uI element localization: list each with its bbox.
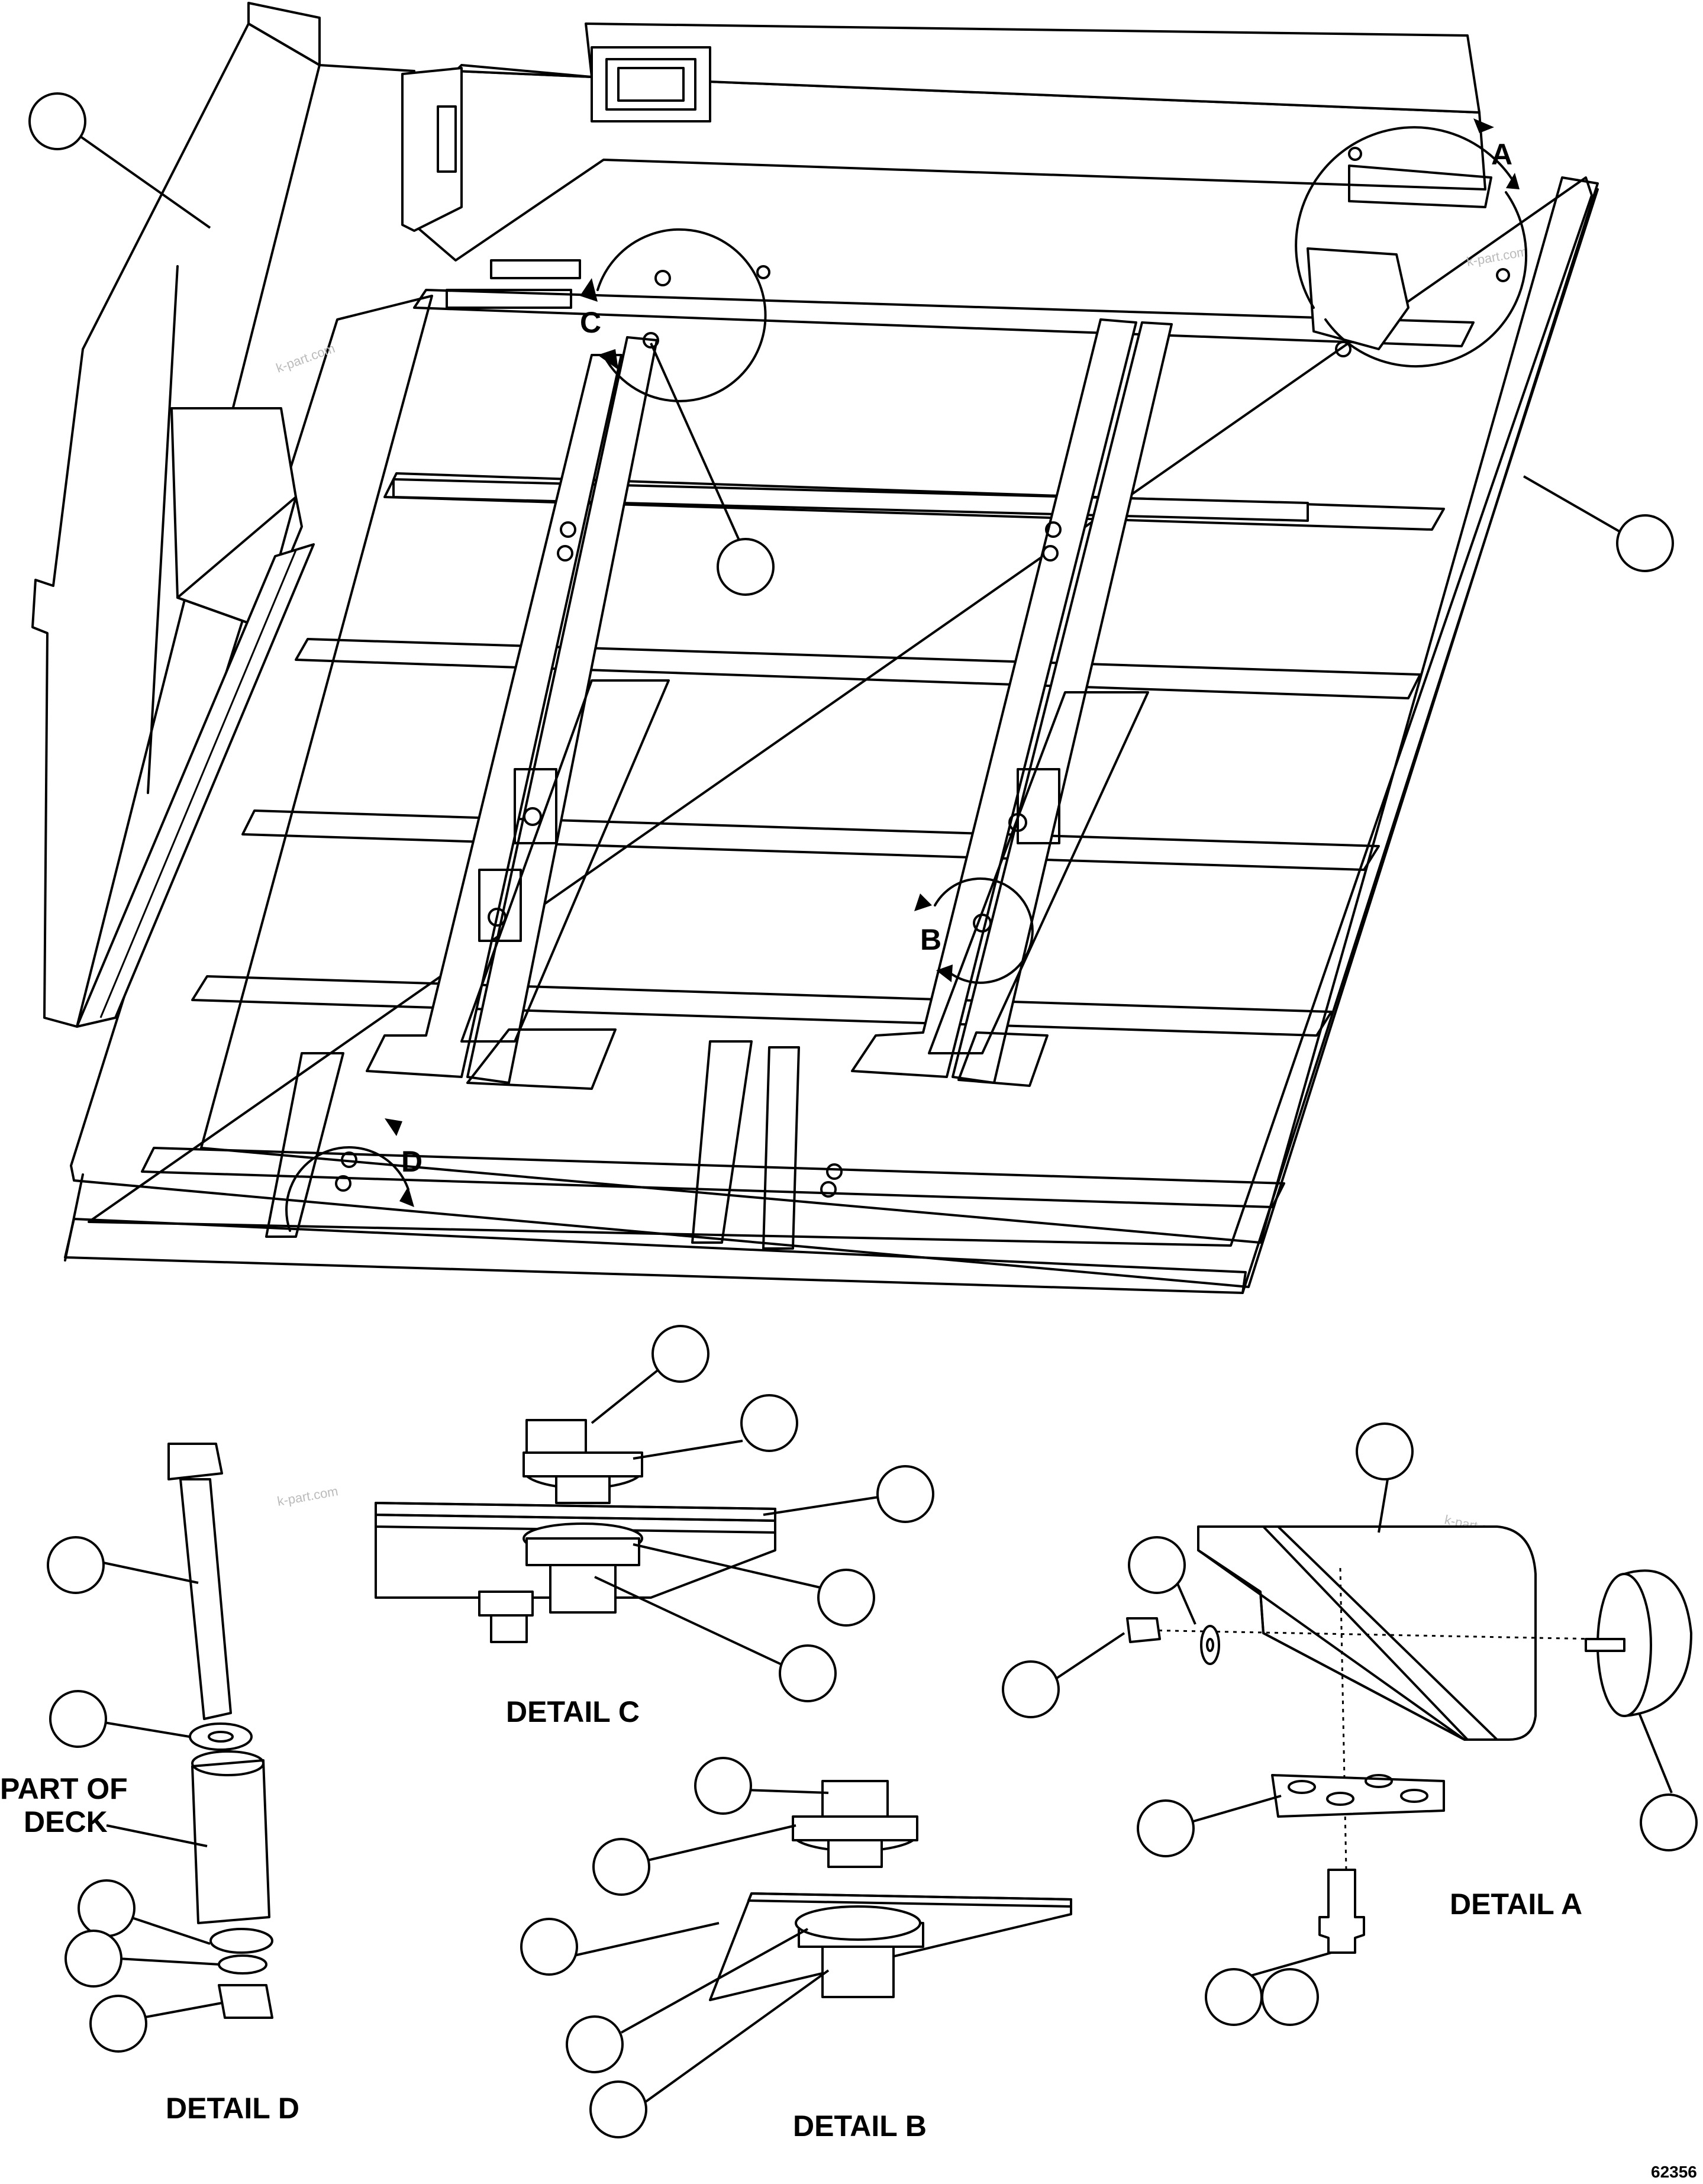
detail-d-spacer xyxy=(191,1759,270,1924)
detail-ring-b: B xyxy=(914,877,1034,984)
watermark: k-part.com xyxy=(276,1483,340,1509)
callout-circle xyxy=(1616,514,1674,572)
detail-d-bolt-shank xyxy=(179,1478,232,1720)
detail-a: DETAIL A xyxy=(1002,1422,1698,2026)
ring-label-a: A xyxy=(1491,138,1512,171)
callout-circle xyxy=(740,1394,798,1452)
detail-a-title: DETAIL A xyxy=(1450,1888,1582,1921)
deck-bolts xyxy=(335,147,1510,1198)
callout-circle xyxy=(89,1995,147,2053)
callout-circle xyxy=(1640,1793,1698,1851)
callout-circle xyxy=(78,1879,136,1937)
detail-d-washer-top xyxy=(189,1722,253,1751)
callout-circle xyxy=(520,1918,578,1976)
right-bracket xyxy=(1307,247,1410,350)
main-deck-assembly xyxy=(31,2,1599,1294)
detail-a-bolt xyxy=(1318,1869,1365,1954)
detail-d-washer-mid xyxy=(209,1928,273,1954)
callout-circle xyxy=(64,1930,122,1988)
left-mounting-rail xyxy=(76,543,315,1028)
main-callouts xyxy=(28,92,1674,596)
callout-circle xyxy=(1205,1968,1263,2026)
callout-circle xyxy=(817,1569,875,1627)
callout-circle xyxy=(1261,1968,1319,2026)
callout-circle xyxy=(28,92,86,150)
ring-label-b: B xyxy=(920,923,941,956)
detail-c-title: DETAIL C xyxy=(506,1695,640,1728)
detail-d-bolt-head xyxy=(167,1443,223,1480)
detail-b-title: DETAIL B xyxy=(793,2109,927,2143)
detail-b: DETAIL B xyxy=(520,1757,1072,2143)
callout-circle xyxy=(589,2080,647,2138)
ring-label-d: D xyxy=(401,1145,422,1178)
callout-circle xyxy=(1128,1536,1186,1594)
beam-right xyxy=(851,318,1137,1078)
callout-circle xyxy=(592,1838,650,1896)
beam-left xyxy=(366,354,623,1078)
callout-circle xyxy=(47,1536,105,1594)
angle-bar xyxy=(392,478,1309,522)
callout-circle xyxy=(1002,1660,1060,1718)
detail-d-title: DETAIL D xyxy=(166,2092,299,2125)
detail-d-washer-low xyxy=(218,1954,267,1975)
part-of-deck-line2: DECK xyxy=(24,1805,108,1838)
callout-circle xyxy=(1137,1799,1195,1857)
detail-ring-d: D xyxy=(285,1118,422,1232)
callout-circle xyxy=(49,1690,107,1748)
watermark: k-part.com xyxy=(1466,244,1529,269)
figure-number: 62356 xyxy=(1651,2163,1697,2181)
ring-label-c: C xyxy=(580,306,601,339)
beam-left-inner xyxy=(466,336,658,1084)
part-of-deck-line1: PART OF xyxy=(0,1772,128,1805)
detail-ring-c: C xyxy=(580,228,767,542)
callout-circle xyxy=(566,2015,624,2073)
callout-circle xyxy=(876,1465,934,1523)
control-box xyxy=(591,46,711,122)
callout-circle xyxy=(651,1325,709,1383)
detail-c: DETAIL C xyxy=(375,1325,934,1728)
callout-circle xyxy=(1356,1422,1414,1480)
side-panel-box xyxy=(401,67,463,232)
detail-a-washer xyxy=(1200,1625,1220,1665)
detail-d-nut xyxy=(218,1984,273,2019)
callout-circle xyxy=(717,538,775,596)
detail-ring-a: A xyxy=(1295,118,1528,368)
callout-circle xyxy=(694,1757,752,1815)
detail-d: PART OF DECK DETAIL D xyxy=(0,1443,299,2125)
terminal-strip xyxy=(490,259,581,279)
callout-circle xyxy=(779,1644,837,1702)
detail-a-nut xyxy=(1126,1617,1161,1643)
